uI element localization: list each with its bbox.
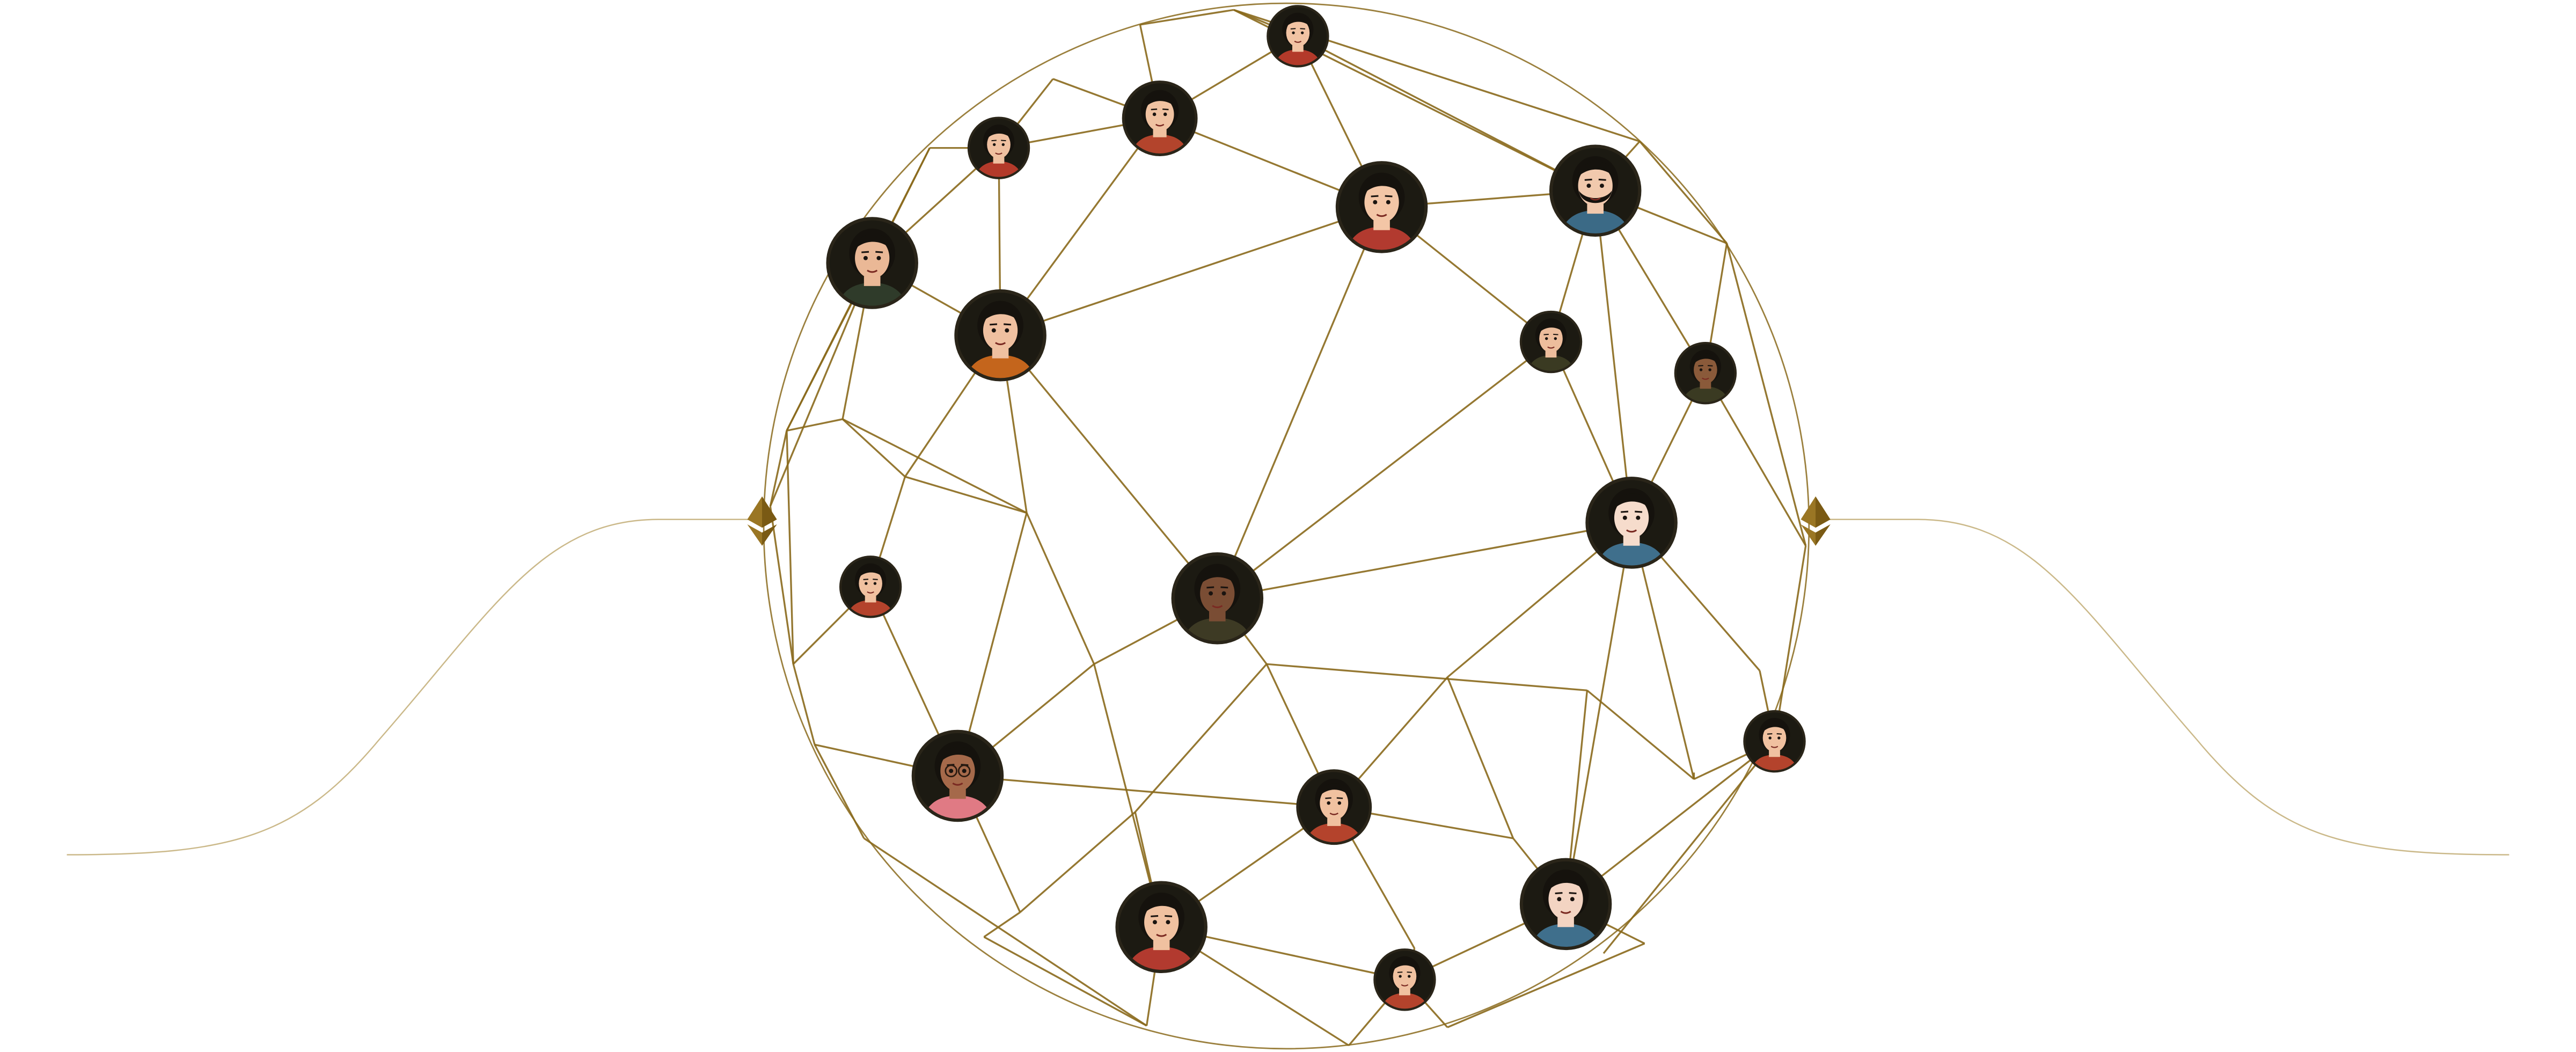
network-edge (786, 430, 794, 664)
network-edge (1726, 243, 1807, 546)
network-edge (1639, 141, 1728, 244)
network-edge (792, 663, 816, 745)
avatar-right-dark-skin (1674, 342, 1737, 405)
network-edge (1140, 9, 1234, 26)
avatar-right-small (1519, 310, 1583, 374)
right-connector-curve (1828, 518, 2509, 856)
network-edge (983, 936, 1147, 1027)
network-edge (1594, 191, 1633, 523)
network-edge (1216, 207, 1383, 599)
network-edge (1704, 372, 1807, 546)
network-edge (863, 837, 1147, 1027)
network-edge (1602, 741, 1775, 954)
avatar-nodes (826, 5, 1806, 1011)
network-edge (1217, 341, 1552, 600)
network-edge (1447, 943, 1645, 1028)
avatar-right-center-blue (1585, 477, 1678, 569)
network-edge (1267, 663, 1587, 691)
network-edge (957, 775, 1334, 808)
network-edge (769, 430, 788, 507)
avatar-right-edge-small (1743, 710, 1806, 773)
network-edge (841, 418, 906, 478)
network-edge (769, 506, 794, 664)
network-edge (1217, 522, 1632, 600)
network-edge (1773, 545, 1807, 742)
avatar-left-center-orange (954, 289, 1046, 382)
avatar-upper-center (1335, 161, 1428, 253)
avatar-bottom-left (1115, 881, 1208, 973)
network-edge (904, 476, 1027, 514)
avatar-lower-right-blue (1519, 858, 1612, 951)
network-edge (1019, 811, 1136, 913)
connector-diamonds (747, 496, 1831, 546)
avatar-far-upper-left-small (967, 116, 1030, 179)
avatar-top-small (1267, 5, 1329, 68)
network-edge (814, 744, 865, 839)
network-edge (1134, 663, 1268, 813)
network-edge (1000, 206, 1382, 337)
network-edge (1586, 689, 1695, 780)
avatar-center-dark-curly (1171, 552, 1264, 645)
network-edge (983, 911, 1021, 938)
avatar-lower-center (1296, 769, 1372, 845)
avatar-left-top (826, 217, 918, 309)
side-connector-curves (67, 518, 2509, 856)
left-ethereum-diamond-icon (747, 496, 777, 546)
network-edge (1446, 677, 1514, 839)
avatar-left-mid-small (839, 556, 902, 618)
avatar-upper-right-bearded (1549, 144, 1642, 237)
network-edge (786, 418, 843, 432)
right-ethereum-diamond-icon (1801, 496, 1831, 546)
network-edge (999, 334, 1218, 599)
avatar-bottom-center-small (1373, 948, 1436, 1011)
avatar-lower-left-glasses (911, 729, 1004, 822)
network-edge (1026, 512, 1095, 664)
left-connector-curve (67, 518, 749, 856)
network-edge (1564, 522, 1633, 904)
network-edge (842, 418, 1027, 514)
avatar-upper-left-mid (1122, 81, 1198, 156)
